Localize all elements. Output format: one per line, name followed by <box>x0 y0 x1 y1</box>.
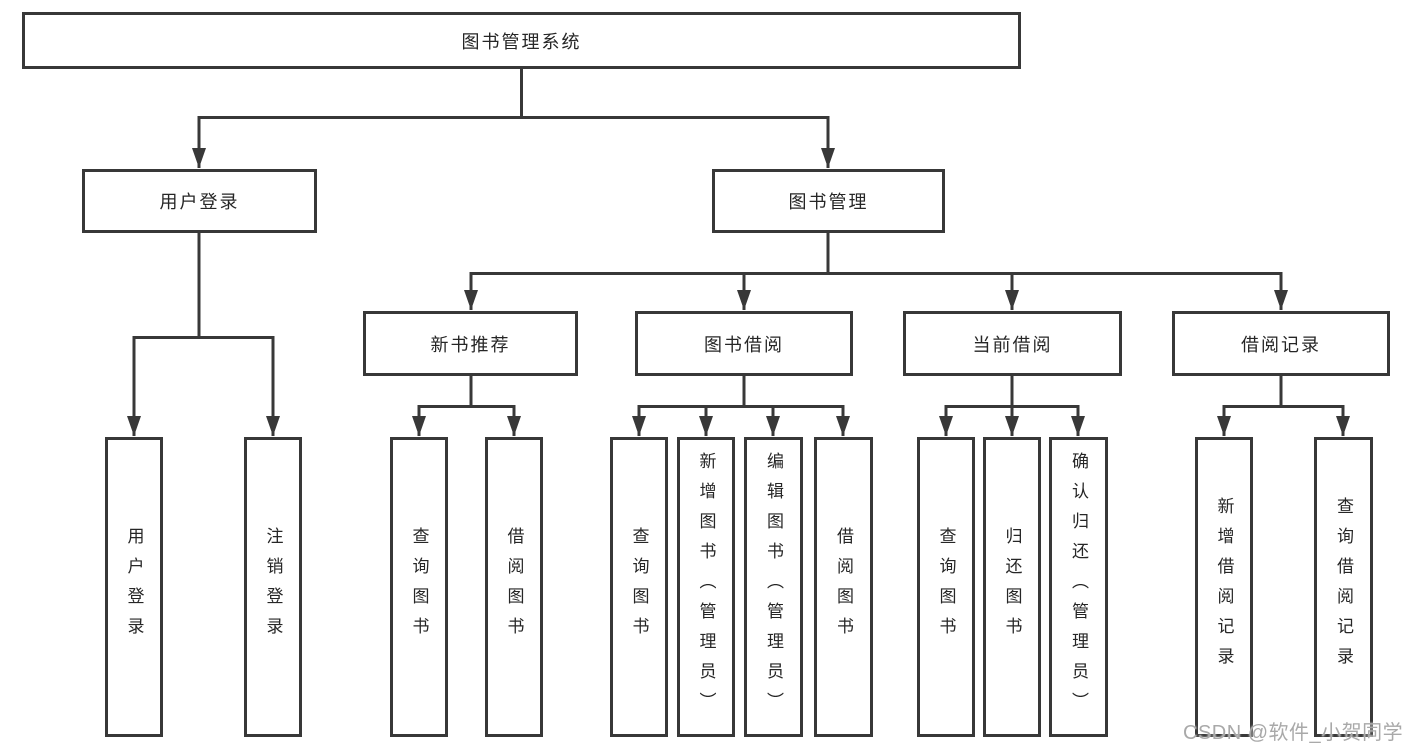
node-new-book-recommend: 新书推荐 <box>363 311 578 376</box>
leaf-add-borrow-record: 新增借阅记录 <box>1195 437 1253 737</box>
leaf-borrow-books-recommend: 借阅图书 <box>485 437 543 737</box>
node-user-login: 用户登录 <box>82 169 317 233</box>
leaf-query-books-borrowing: 查询图书 <box>610 437 668 737</box>
leaf-edit-books-admin: 编辑图书（管理员） <box>744 437 803 737</box>
csdn-watermark: CSDN @软件_小贺同学 <box>1183 722 1404 744</box>
leaf-borrow-books: 借阅图书 <box>814 437 873 737</box>
leaf-add-books-admin: 新增图书（管理员） <box>677 437 735 737</box>
node-current-borrowing: 当前借阅 <box>903 311 1122 376</box>
node-root-library-system: 图书管理系统 <box>22 12 1021 69</box>
leaf-confirm-return-admin: 确认归还（管理员） <box>1049 437 1108 737</box>
leaf-query-books-current: 查询图书 <box>917 437 975 737</box>
leaf-logout: 注销登录 <box>244 437 302 737</box>
leaf-query-borrow-record: 查询借阅记录 <box>1314 437 1373 737</box>
node-book-borrowing: 图书借阅 <box>635 311 853 376</box>
leaf-query-books-recommend: 查询图书 <box>390 437 448 737</box>
node-book-management: 图书管理 <box>712 169 945 233</box>
node-borrowing-records: 借阅记录 <box>1172 311 1390 376</box>
leaf-return-books: 归还图书 <box>983 437 1041 737</box>
leaf-user-login: 用户登录 <box>105 437 163 737</box>
